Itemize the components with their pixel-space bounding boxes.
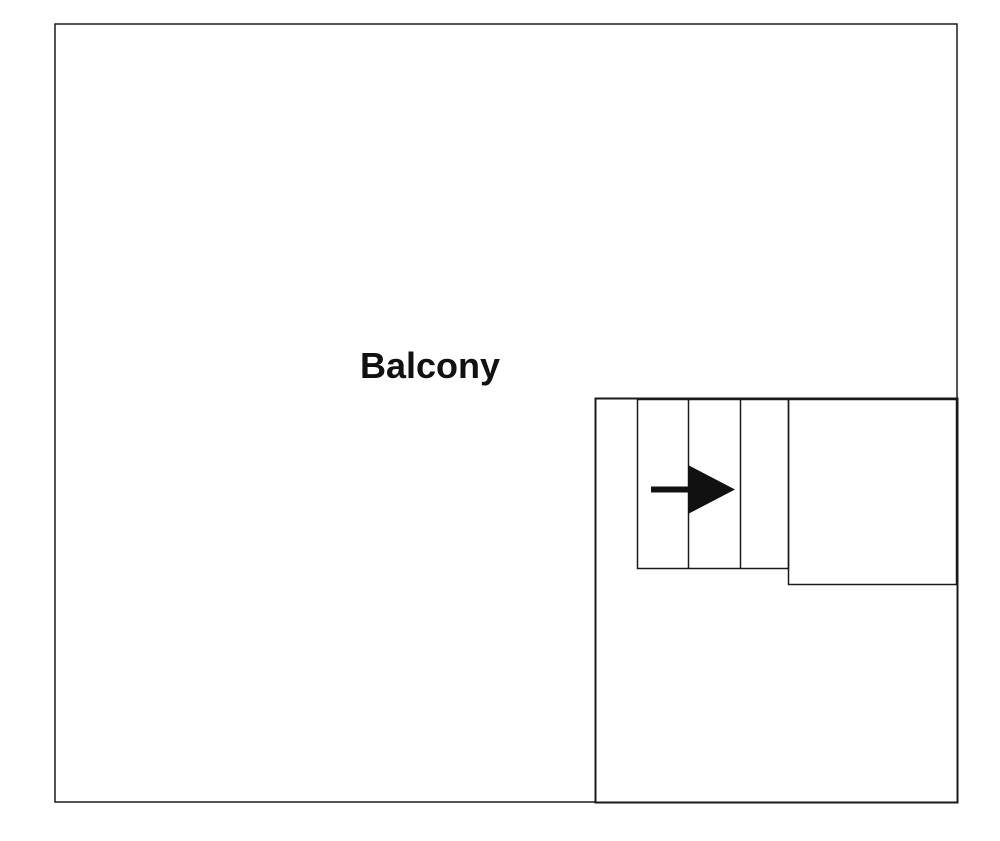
arrow-right-icon — [651, 465, 735, 514]
landing-box — [787, 398, 958, 586]
stair-room-outline — [594, 397, 959, 804]
room-label-balcony: Balcony — [359, 345, 501, 386]
